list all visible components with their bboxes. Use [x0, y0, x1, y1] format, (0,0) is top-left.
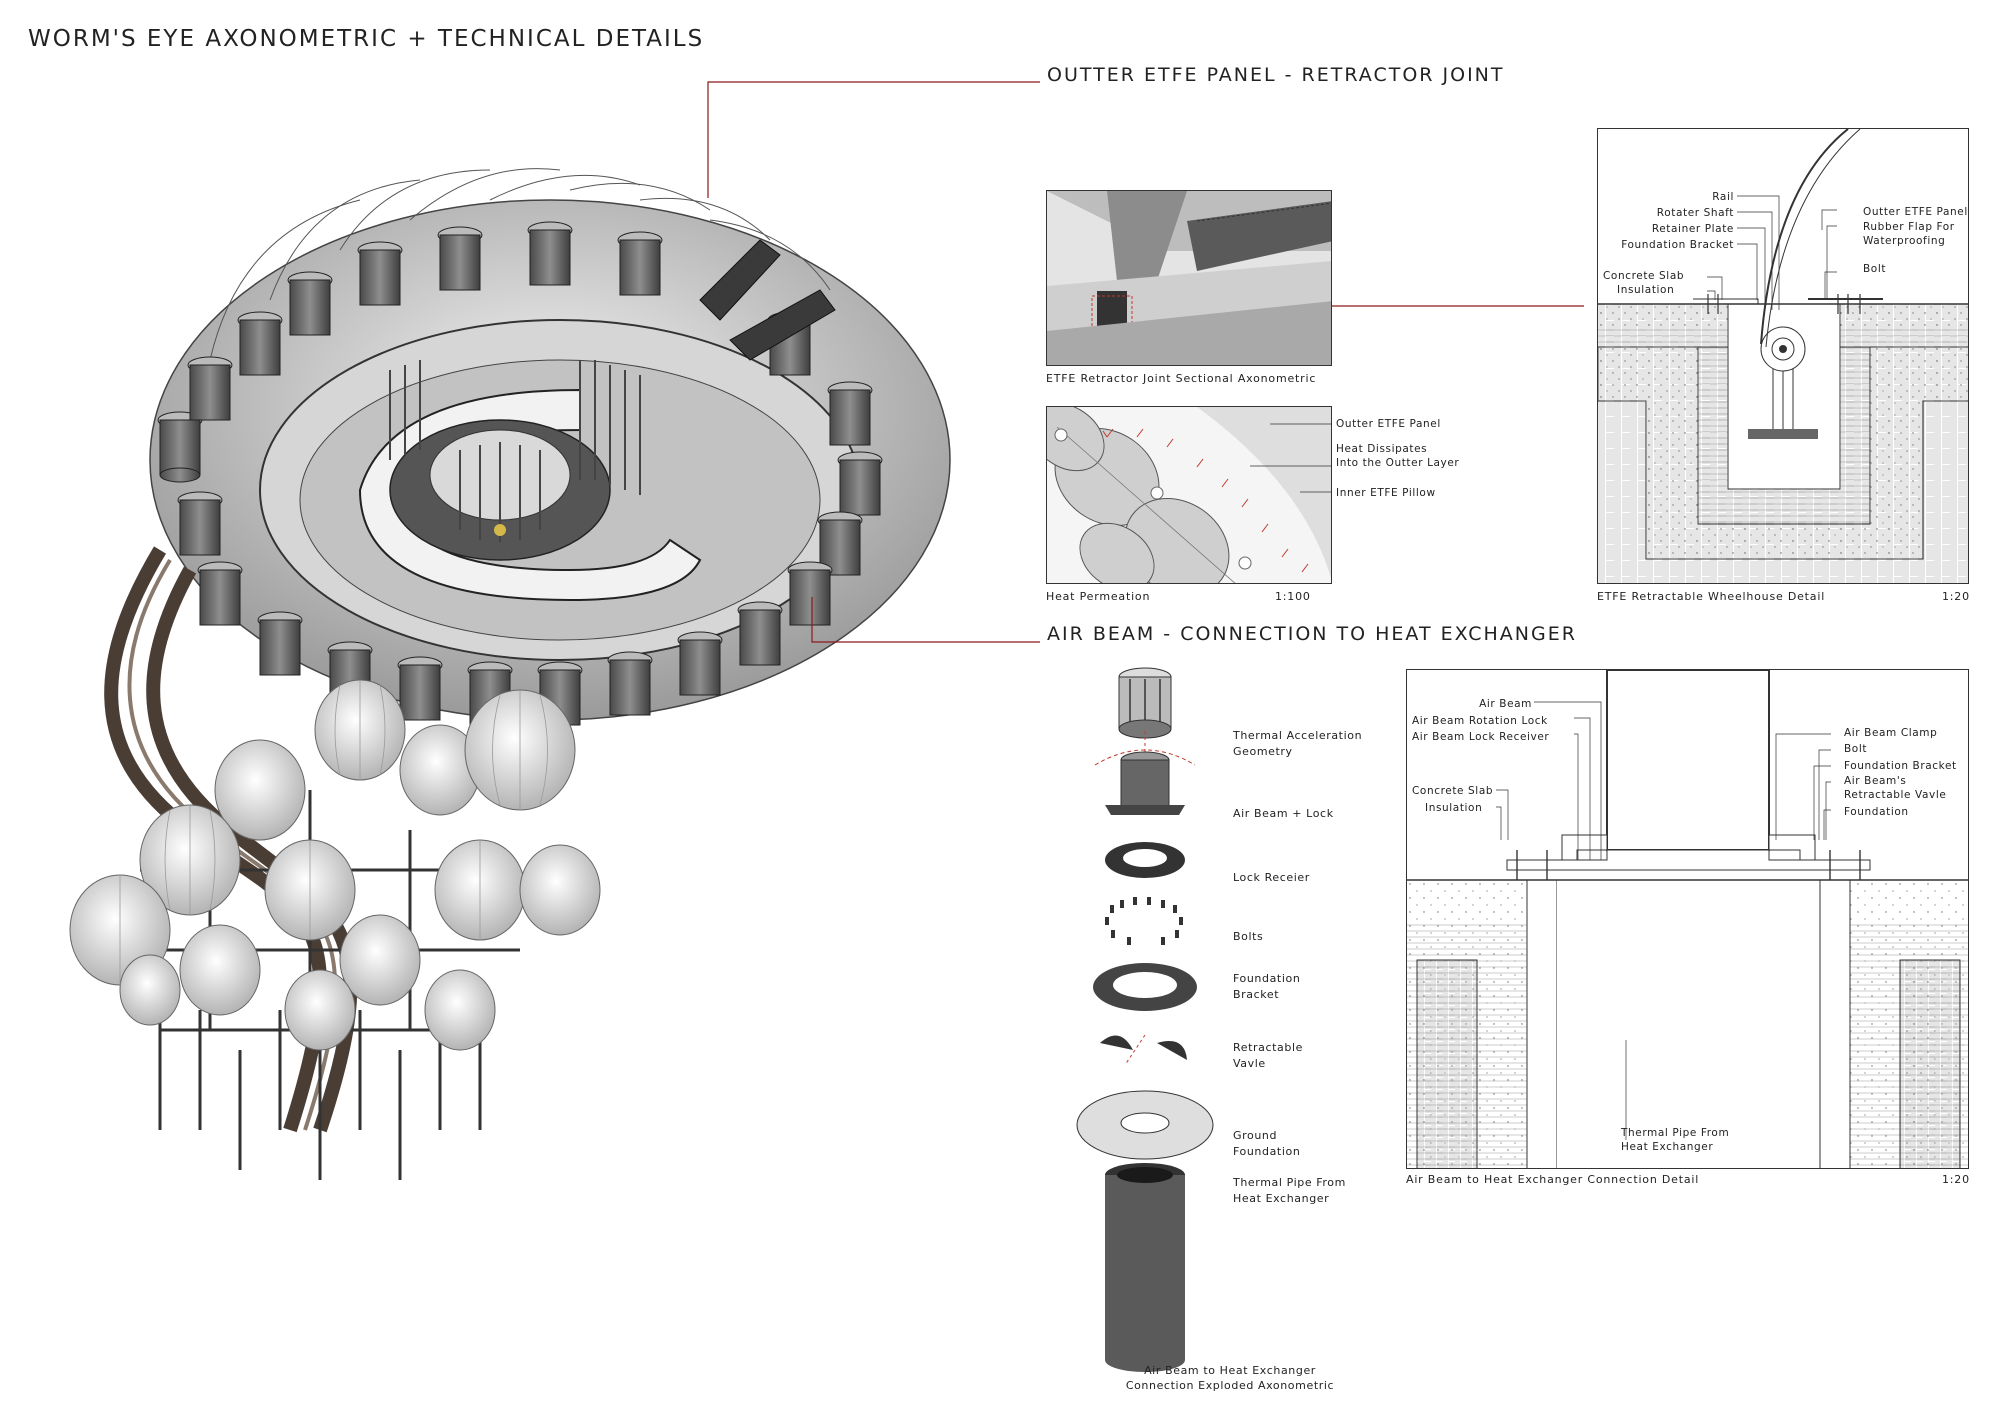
section-title-retractor: OUTTER ETFE PANEL - RETRACTOR JOINT [1047, 64, 1505, 86]
connection-detail-scale: 1:20 [1942, 1173, 1970, 1186]
label-concrete-slab: Concrete Slab [1603, 270, 1685, 282]
label-heat-dissipates: Heat Dissipates Into the Outter Layer [1336, 443, 1460, 470]
exploded-caption: Air Beam to Heat Exchanger Connection Ex… [1125, 1364, 1335, 1393]
wheelhouse-frame [1597, 128, 1969, 584]
page-title: WORM'S EYE AXONOMETRIC + TECHNICAL DETAI… [28, 26, 705, 52]
heat-permeation-leaders [1250, 423, 1332, 493]
label-rubber-flap: Rubber Flap For Waterproofing [1863, 221, 1955, 248]
label-foundation-bracket: Foundation Bracket [1621, 239, 1734, 251]
lock-receiver-part [1105, 842, 1185, 878]
exhaust-ducts [699, 239, 836, 361]
wheelhouse-caption: ETFE Retractable Wheelhouse Detail [1597, 590, 1826, 603]
cd-label-lock-receiver: Air Beam Lock Receiver [1412, 731, 1550, 743]
bolts-part [1105, 897, 1183, 945]
connection-detail-caption: Air Beam to Heat Exchanger Connection De… [1406, 1173, 1700, 1186]
cd-label-air-beam: Air Beam [1479, 698, 1532, 710]
label-retainer-plate: Retainer Plate [1651, 223, 1734, 235]
wheelhouse-leaders [1707, 195, 1837, 310]
label-rotater-shaft: Rotater Shaft [1656, 207, 1734, 219]
ground-foundation-part [1076, 1090, 1214, 1160]
wheelhouse-scale: 1:20 [1942, 590, 1970, 603]
foundation-bracket-part [1093, 963, 1197, 1011]
cd-label-foundation: Foundation [1844, 806, 1909, 818]
label-inner-etfe-pillow: Inner ETFE Pillow [1336, 487, 1436, 499]
cd-label-thermal-pipe: Thermal Pipe From Heat Exchanger [1621, 1127, 1730, 1154]
heat-permeation-scale: 1:100 [1275, 590, 1311, 603]
balloon-forest [69, 679, 601, 1180]
label-rail: Rail [1712, 191, 1734, 203]
cd-label-bolt: Bolt [1844, 743, 1868, 755]
ex-label-lock-receiver: Lock Receier [1233, 871, 1310, 884]
label-insulation: Insulation [1617, 284, 1675, 296]
heat-permeation-caption: Heat Permeation [1046, 590, 1151, 603]
cd-label-retractable-valve: Air Beam's Retractable Vavle [1844, 775, 1947, 802]
label-bolt-wh: Bolt [1863, 263, 1887, 275]
cd-label-clamp: Air Beam Clamp [1844, 727, 1938, 739]
connection-detail-frame [1406, 669, 1969, 1169]
worms-eye-axonometric [69, 168, 951, 1180]
ex-label-retractable-valve: Retractable Vavle [1233, 1041, 1304, 1070]
section-title-air-beam: AIR BEAM - CONNECTION TO HEAT EXCHANGER [1047, 623, 1577, 645]
retractable-valve-part [1100, 1035, 1187, 1060]
ex-label-ground-foundation: Ground Foundation [1233, 1129, 1301, 1158]
ex-label-foundation-bracket: Foundation Bracket [1233, 972, 1301, 1001]
heat-permeation-frame [1046, 406, 1332, 584]
thermal-pipe-part [1105, 1163, 1185, 1372]
cd-label-insulation: Insulation [1425, 802, 1483, 814]
air-beam-lock-part [1105, 751, 1185, 815]
air-beam-cylinders [157, 221, 883, 726]
retractor-axo-caption: ETFE Retractor Joint Sectional Axonometr… [1046, 372, 1317, 385]
exploded-axonometric [1076, 667, 1214, 1372]
ex-label-air-beam-lock: Air Beam + Lock [1233, 807, 1334, 820]
ex-label-thermal-pipe: Thermal Pipe From Heat Exchanger [1233, 1176, 1346, 1205]
thermal-acceleration-geometry [1118, 667, 1172, 739]
cd-label-concrete-slab: Concrete Slab [1412, 785, 1494, 797]
ex-label-thermal-acceleration: Thermal Acceleration Geometry [1233, 729, 1363, 758]
retractor-axo-frame [1046, 190, 1332, 366]
cd-label-foundation-bracket: Foundation Bracket [1844, 760, 1957, 772]
ex-label-bolts: Bolts [1233, 930, 1264, 943]
label-outter-etfe-panel-wh: Outter ETFE Panel [1863, 206, 1968, 218]
label-outter-etfe-panel: Outter ETFE Panel [1336, 418, 1441, 430]
cd-label-rotation-lock: Air Beam Rotation Lock [1412, 715, 1548, 727]
connection-detail-leaders [1496, 701, 1831, 1140]
